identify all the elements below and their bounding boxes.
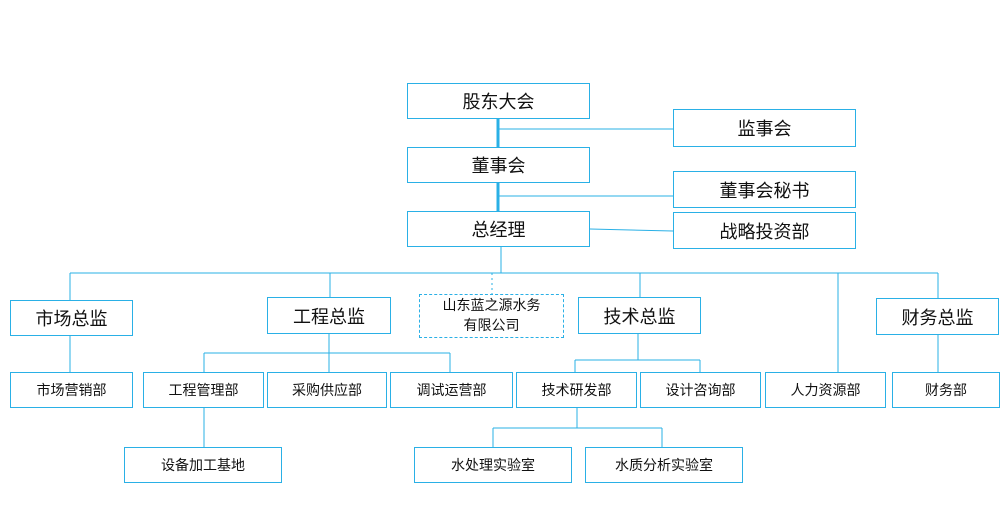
node-tiaoshi: 调试运营部 <box>390 372 513 408</box>
node-zhanlue: 战略投资部 <box>673 212 856 249</box>
node-jishuzj: 技术总监 <box>578 297 701 334</box>
node-caiwubu: 财务部 <box>892 372 1000 408</box>
node-renli: 人力资源部 <box>765 372 886 408</box>
node-lanzhiyuan: 山东蓝之源水务 有限公司 <box>419 294 564 338</box>
node-caiwuzj: 财务总监 <box>876 298 999 335</box>
node-lanzhiyuan-line2: 有限公司 <box>463 318 520 334</box>
connector-line-4 <box>589 228 674 232</box>
node-shuichuli: 水处理实验室 <box>414 447 572 483</box>
node-gudong: 股东大会 <box>407 83 590 119</box>
node-jishuyf: 技术研发部 <box>516 372 637 408</box>
node-shuizhi: 水质分析实验室 <box>585 447 743 483</box>
node-shichangyx: 市场营销部 <box>10 372 133 408</box>
node-dongshi: 董事会 <box>407 147 590 183</box>
node-lanzhiyuan-line1: 山东蓝之源水务 <box>442 298 541 314</box>
node-gongchenggl: 工程管理部 <box>143 372 264 408</box>
node-jianshi: 监事会 <box>673 109 856 147</box>
node-shichangzj: 市场总监 <box>10 300 133 336</box>
node-caigou: 采购供应部 <box>267 372 387 408</box>
node-gongchengzj: 工程总监 <box>267 297 391 334</box>
node-sheji: 设计咨询部 <box>640 372 761 408</box>
node-mishu: 董事会秘书 <box>673 171 856 208</box>
node-shebei: 设备加工基地 <box>124 447 282 483</box>
node-zongjl: 总经理 <box>407 211 590 247</box>
